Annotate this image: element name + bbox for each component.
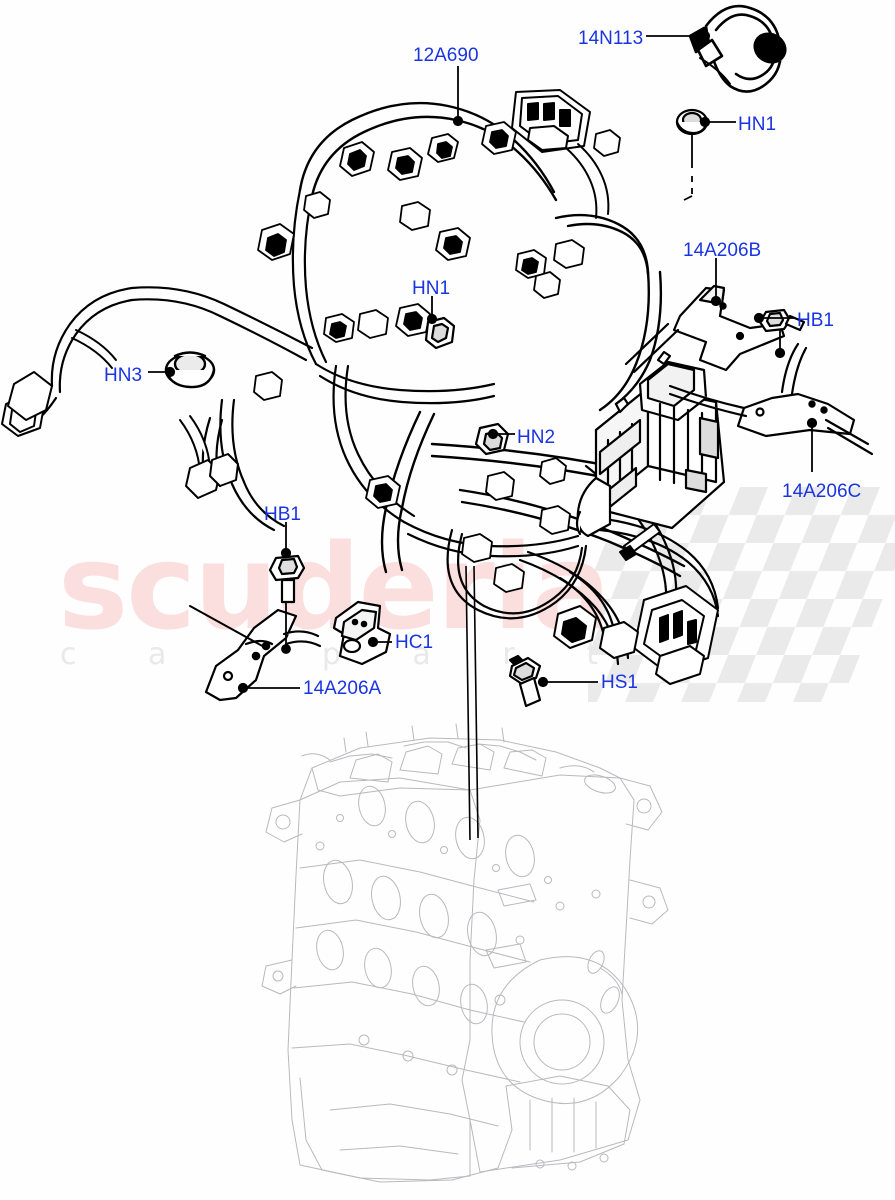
callout-label-hb1-right[interactable]: HB1 [797, 310, 834, 331]
callout-label-14a206b[interactable]: 14A206B [683, 240, 762, 261]
callout-label-14a206c[interactable]: 14A206C [782, 481, 862, 502]
callout-label-hs1[interactable]: HS1 [601, 672, 638, 693]
callout-label-hn3[interactable]: HN3 [104, 365, 143, 386]
callout-label-hn2[interactable]: HN2 [517, 427, 556, 448]
callout-label-14n113[interactable]: 14N113 [578, 28, 644, 49]
callout-label-hc1[interactable]: HC1 [395, 632, 434, 653]
callout-label-12a690[interactable]: 12A690 [413, 45, 479, 66]
callout-label-14a206a[interactable]: 14A206A [303, 678, 382, 699]
callout-label-hb1-left[interactable]: HB1 [264, 504, 301, 525]
callout-label-hn1-centre[interactable]: HN1 [412, 278, 451, 299]
callout-label-hn1-upper[interactable]: HN1 [738, 114, 777, 135]
